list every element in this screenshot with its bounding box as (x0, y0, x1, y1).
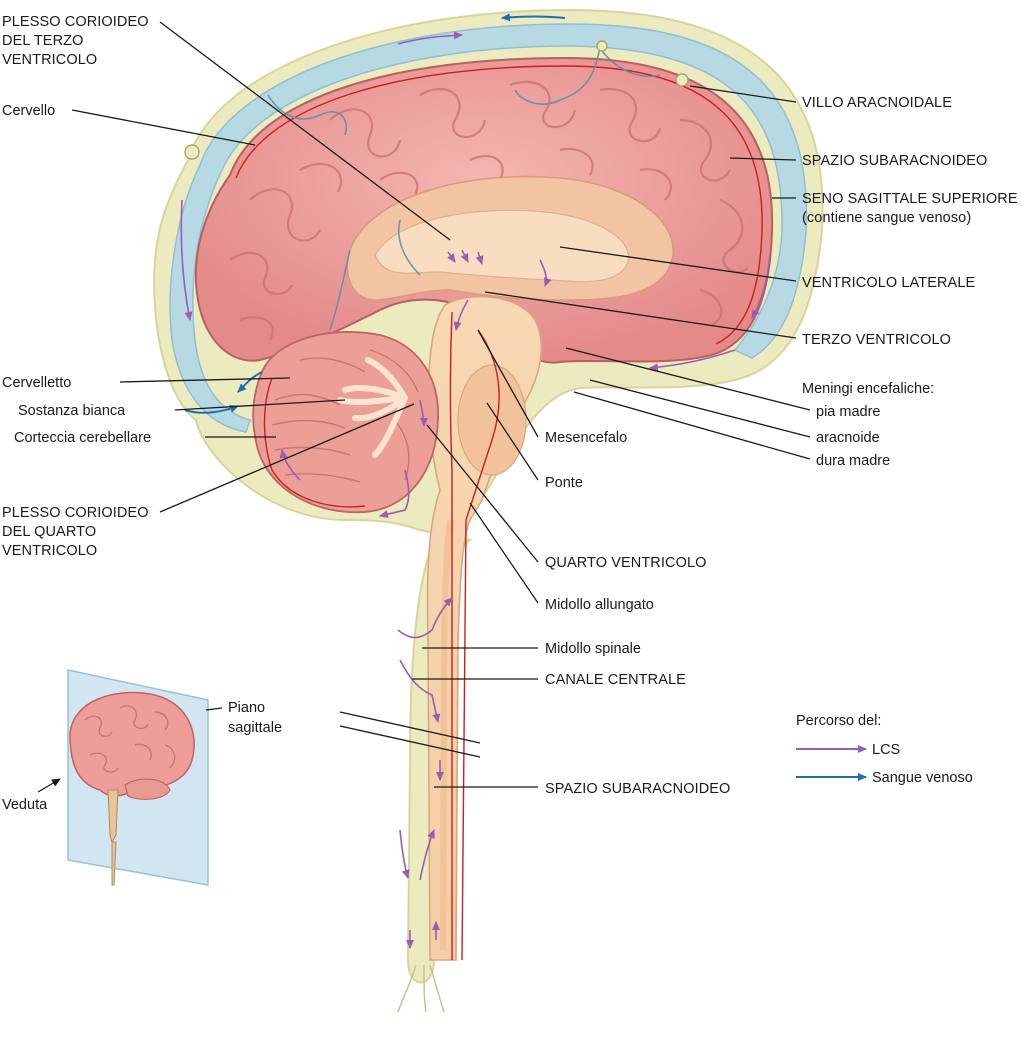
inset-gyri (84, 705, 176, 773)
labels: PLESSO CORIOIDEO DEL TERZO VENTRICOLO Ce… (2, 14, 1022, 797)
legend-label-csf: LCS (872, 742, 900, 758)
label-fourth-ventricle: QUARTO VENTRICOLO (545, 555, 707, 571)
label-arachnoid-villus: VILLO ARACNOIDALE (802, 95, 952, 111)
label-subarachnoid-space-top: SPAZIO SUBARACNOIDEO (802, 153, 987, 169)
csf-flow-arrows (180, 31, 771, 949)
arachnoid-villi (184, 40, 689, 160)
venous-flow-arrows (184, 13, 566, 414)
label-cerebrum: Cervello (2, 103, 55, 119)
spinal-cord-core (440, 520, 455, 950)
label-arachnoid: aracnoide (816, 430, 880, 446)
label-pia-mater: pia madre (816, 404, 880, 420)
lateral-ventricle-cavity (374, 209, 630, 283)
label-dura-mater: dura madre (816, 453, 890, 469)
label-superior-sagittal-sinus: SENO SAGITTALE SUPERIORE (contiene sangu… (802, 191, 1022, 226)
inset-spinal-cord-upper (107, 789, 119, 844)
cortical-veins (267, 47, 661, 331)
label-choroid-plexus-fourth-ventricle: PLESSO CORIOIDEO DEL QUARTO VENTRICOLO (2, 505, 153, 559)
inset-view-arrow (37, 778, 61, 793)
gyri-texture (229, 80, 749, 341)
cerebellum-tissue (252, 331, 439, 514)
legend: Percorso del: LCS Sangue venoso (796, 713, 973, 786)
legend-title: Percorso del: (796, 713, 881, 729)
label-cerebellum: Cervelletto (2, 375, 71, 391)
label-mesencephalon: Mesencefalo (545, 430, 627, 446)
anatomy (153, 8, 824, 1013)
label-pons: Ponte (545, 475, 583, 491)
pons-tissue (457, 364, 527, 476)
legend-label-venous: Sangue venoso (872, 770, 973, 786)
sagittal-inset: Piano sagittale Veduta (2, 669, 282, 886)
label-medulla-oblongata: Midollo allungato (545, 597, 654, 613)
section-break-lines (339, 711, 481, 758)
arbor-vitae (337, 357, 408, 458)
superior-sagittal-sinus (169, 23, 808, 433)
inset-brain (69, 691, 195, 797)
label-subarachnoid-space-bottom: SPAZIO SUBARACNOIDEO (545, 781, 730, 797)
label-sagittal-plane: Piano sagittale (228, 700, 282, 736)
inset-spinal-cord-lower (111, 841, 117, 886)
label-meninges-title: Meningi encefaliche: (802, 381, 934, 397)
label-cerebellar-cortex: Corteccia cerebellare (14, 430, 151, 446)
label-view: Veduta (2, 797, 48, 813)
inset-plane-leader (205, 707, 223, 711)
label-third-ventricle: TERZO VENTRICOLO (802, 332, 951, 348)
label-white-matter: Sostanza bianca (18, 403, 126, 419)
leader-lines (71, 21, 811, 788)
inset-cerebellum (124, 778, 171, 800)
label-lateral-ventricle: VENTRICOLO LATERALE (802, 275, 975, 291)
label-spinal-cord: Midollo spinale (545, 641, 641, 657)
label-central-canal: CANALE CENTRALE (545, 672, 686, 688)
label-choroid-plexus-third-ventricle: PLESSO CORIOIDEO DEL TERZO VENTRICOLO (2, 14, 153, 68)
filum-terminale (397, 964, 445, 1013)
